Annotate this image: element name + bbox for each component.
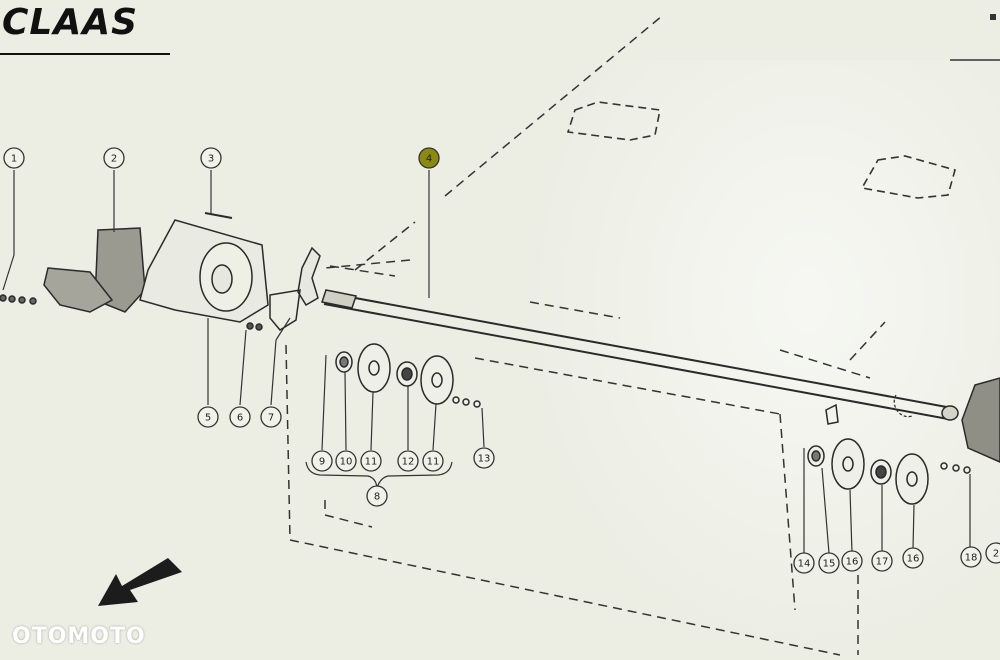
callout-circle — [985, 542, 1000, 564]
callout-circle — [260, 406, 282, 428]
callout-number: 8 — [374, 492, 380, 503]
callout-number: 1 — [11, 154, 17, 165]
callout-c6: 6 — [229, 406, 251, 428]
callout-circle — [902, 547, 924, 569]
callout-circle — [366, 485, 388, 507]
callout-number: 4 — [426, 154, 432, 165]
callout-number: 10 — [340, 457, 353, 468]
callout-c10: 10 — [335, 450, 357, 472]
callout-circle — [311, 450, 333, 472]
callout-circle — [473, 447, 495, 469]
callout-c13: 13 — [473, 447, 495, 469]
callout-number: 3 — [208, 154, 214, 165]
callout-number: 7 — [268, 413, 274, 424]
callout-c8: 8 — [366, 485, 388, 507]
callout-circle — [422, 450, 444, 472]
callout-circle — [960, 546, 982, 568]
callout-number: 5 — [205, 413, 211, 424]
direction-arrow — [98, 558, 182, 606]
callout-c1: 1 — [3, 147, 25, 169]
callout-number: 9 — [319, 457, 325, 468]
callout-circle — [818, 552, 840, 574]
callout-number: 15 — [823, 559, 836, 570]
callout-number: 16 — [846, 557, 859, 568]
callout-number: 6 — [237, 413, 243, 424]
callout-circle — [229, 406, 251, 428]
callout-number: 14 — [798, 559, 811, 570]
left-cover-parts — [0, 212, 321, 331]
callout-circle — [197, 406, 219, 428]
callout-c12: 12 — [397, 450, 419, 472]
callout-number: 2 — [111, 154, 117, 165]
callout-c16a: 16 — [841, 550, 863, 572]
callout-c9: 9 — [311, 450, 333, 472]
callout-number: 18 — [965, 553, 978, 564]
callout-c11b: 11 — [422, 450, 444, 472]
callout-c2: 2 — [103, 147, 125, 169]
callout-number: 12 — [402, 457, 415, 468]
callout-c15: 15 — [818, 552, 840, 574]
callout-circle — [841, 550, 863, 572]
callout-c2b: 2 — [985, 542, 1000, 564]
callout-c16b: 16 — [902, 547, 924, 569]
middle-bearing-parts — [335, 343, 481, 408]
leader-lines — [2, 170, 971, 554]
callout-circle — [793, 552, 815, 574]
drive-shaft — [321, 289, 959, 421]
callout-c17: 17 — [871, 550, 893, 572]
callout-circle — [200, 147, 222, 169]
callout-c7: 7 — [260, 406, 282, 428]
callout-c11a: 11 — [360, 450, 382, 472]
callout-number: 2 — [993, 549, 999, 560]
callout-circle — [335, 450, 357, 472]
housing-frame-dashed — [285, 15, 886, 656]
right-end-parts — [807, 377, 1000, 505]
cutout-outlines — [566, 101, 956, 199]
callout-number: 17 — [876, 557, 889, 568]
callout-c5: 5 — [197, 406, 219, 428]
callout-circle — [103, 147, 125, 169]
callout-circle — [360, 450, 382, 472]
callout-c14: 14 — [793, 552, 815, 574]
callout-number: 16 — [907, 554, 920, 565]
callout-circle — [397, 450, 419, 472]
callout-circle — [3, 147, 25, 169]
callout-c4: 4 — [418, 147, 440, 169]
callout-circle — [871, 550, 893, 572]
callout-c18: 18 — [960, 546, 982, 568]
callout-number: 11 — [365, 457, 378, 468]
callout-circle — [418, 147, 440, 169]
callout-number: 13 — [478, 454, 491, 465]
claas-logo: CLAAS — [2, 2, 139, 43]
callout-number: 11 — [427, 457, 440, 468]
callout-c3: 3 — [200, 147, 222, 169]
otomoto-watermark: OTOMOTO — [12, 624, 146, 649]
